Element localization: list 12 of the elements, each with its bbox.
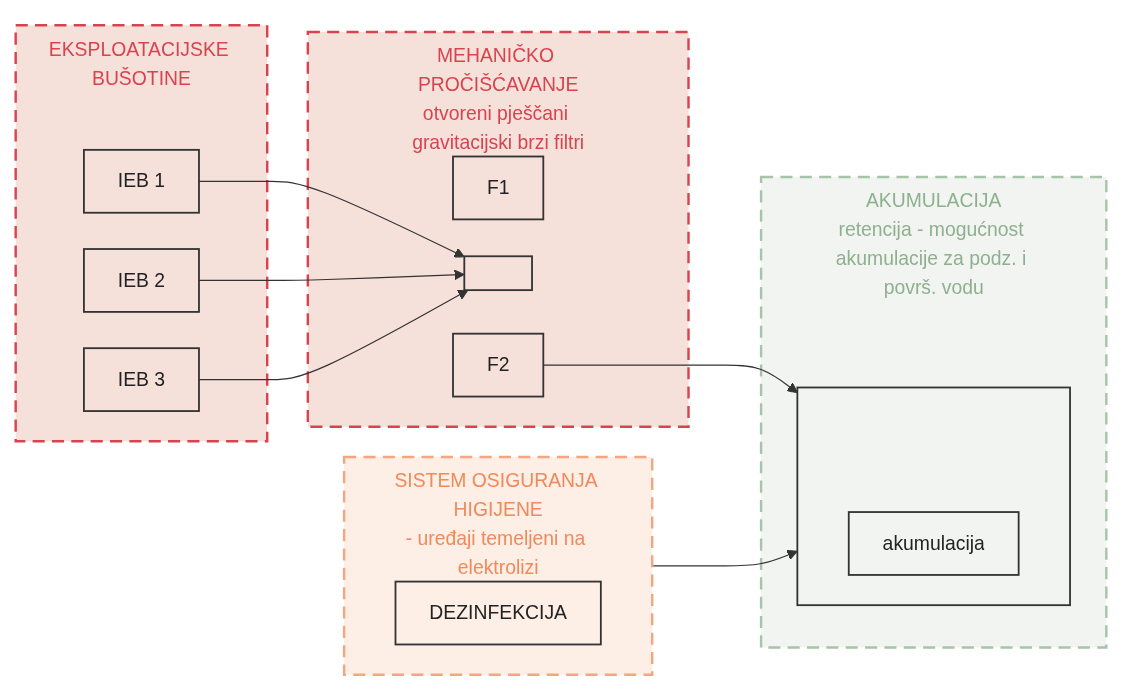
node-box: IEB 1 <box>83 148 200 214</box>
node-box: IEB 2 <box>83 247 200 313</box>
node-box: DEZINFEKCIJA <box>394 580 602 645</box>
arrow <box>198 289 469 380</box>
cluster <box>796 386 1071 606</box>
node-box: F1 <box>452 155 545 220</box>
arrow <box>198 180 465 257</box>
node-box: IEB 3 <box>83 346 200 412</box>
node-box: akumulacija <box>847 510 1020 576</box>
arrow <box>198 269 465 281</box>
node-box <box>463 254 533 291</box>
node-box: F2 <box>452 332 545 397</box>
